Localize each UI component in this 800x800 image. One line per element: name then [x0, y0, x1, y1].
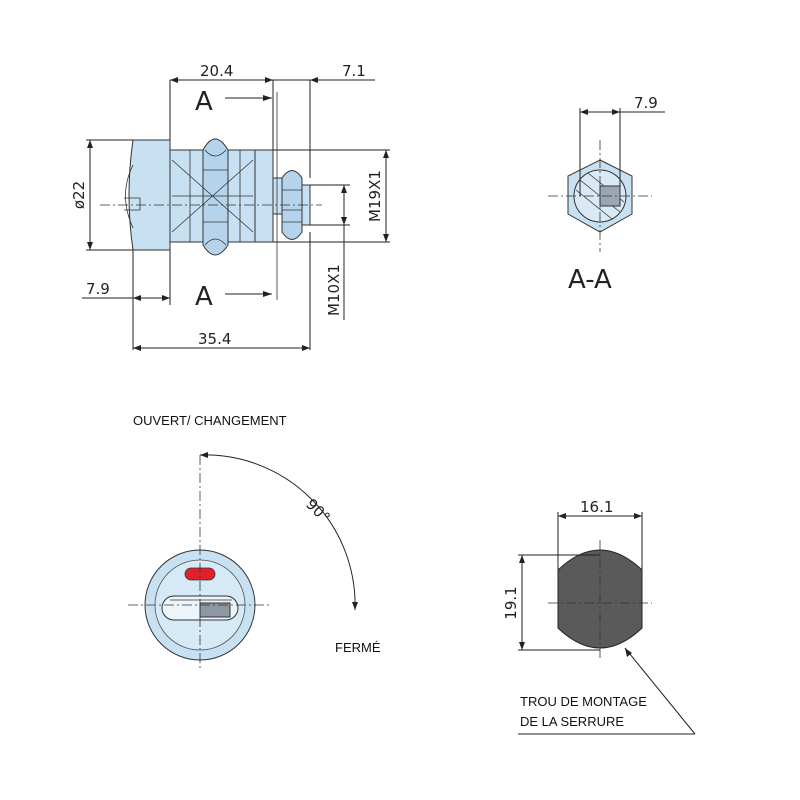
dim-head-depth: 7.9 [86, 280, 110, 298]
section-title: A-A [568, 265, 612, 295]
closed-label: FERMÉ [335, 640, 381, 655]
dim-hole-width: 16.1 [580, 498, 613, 516]
dim-total-length: 35.4 [198, 330, 231, 348]
head-bevel [125, 164, 134, 229]
section-marker-top: A [195, 87, 213, 117]
dim-body-length: 20.4 [200, 62, 233, 80]
front-view: OUVERT/ CHANGEMENT 90° FERMÉ [128, 413, 381, 670]
body-step [254, 149, 274, 243]
dim-body-thread: M19X1 [366, 170, 384, 222]
mounting-hole-label-2: DE LA SERRURE [520, 714, 624, 729]
open-change-label: OUVERT/ CHANGEMENT [133, 413, 287, 428]
dim-nut-offset: 7.1 [342, 62, 366, 80]
section-marker-bottom: A [195, 282, 213, 312]
lock-head [128, 139, 171, 251]
key-insert [199, 602, 231, 618]
mounting-hole-label-1: TROU DE MONTAGE [520, 694, 647, 709]
rotation-arc [199, 454, 356, 611]
dim-hole-height: 19.1 [502, 586, 520, 619]
side-view: 20.4 7.1 A A ø22 7.9 35.4 [70, 62, 390, 351]
hex-nut [202, 138, 229, 256]
dim-head-diameter: ø22 [70, 181, 88, 209]
dim-section-width: 7.9 [634, 94, 658, 112]
dim-tail-thread: M10X1 [325, 264, 343, 316]
angle-label: 90° [302, 495, 334, 527]
mounting-hole-view: 16.1 19.1 TROU DE MONTAGE DE LA SERRURE [502, 498, 696, 735]
section-view: 7.9 A-A [548, 94, 665, 295]
